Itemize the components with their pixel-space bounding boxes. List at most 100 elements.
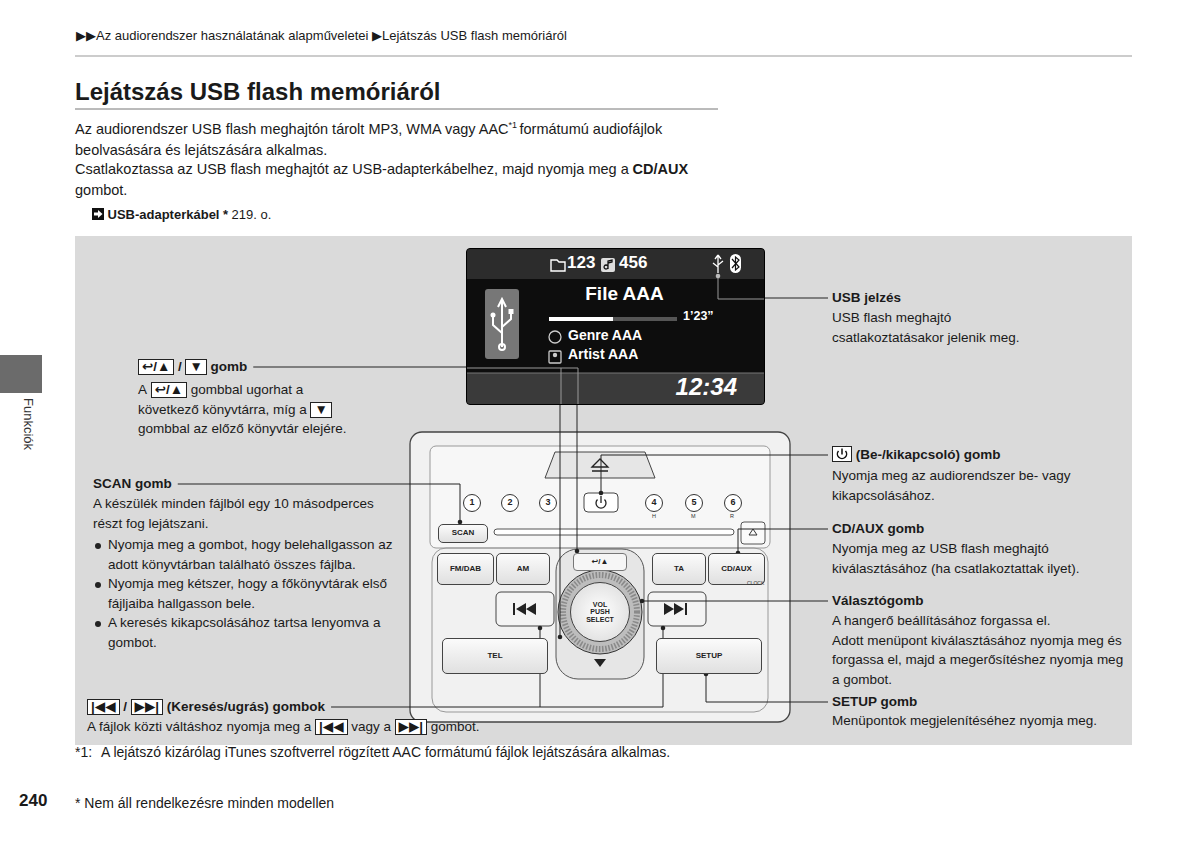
text-run: ▶▶| [395,719,431,734]
label-text: USB flash meghajtó csatlakoztatásakor je… [832,310,1020,345]
key-ring [556,549,644,679]
callout-heading: gomb [211,359,248,374]
callout-heading: USB-adapterkábel [108,207,220,222]
eject-button [545,452,655,478]
button-label: ↩/▲ [592,558,609,566]
reference-icon-box [92,208,104,220]
callout-heading: Választógomb [832,593,924,608]
text-block: CD/AUX gomb [832,519,1122,539]
seek-forward-icon [664,603,684,615]
text-block: ↩/▲/▼gomb [138,357,398,377]
display-screen: 123456File AAA1’23”Genre AAAArtist AAA12… [466,248,765,405]
leader-dot [716,274,721,279]
text-block: USB-adapterkábel*219. o. [92,206,492,225]
text-run: |◀◀ [315,719,351,734]
note-icon [604,260,612,269]
label-text: H [652,513,656,519]
button-label: TEL [487,652,502,660]
text-run [92,207,108,222]
text-block: * Nem áll rendelkezésre minden modellen [75,793,575,813]
text-run: CD/AUX gomb [832,521,928,536]
leader-line [467,276,765,405]
text-run [832,447,856,462]
radio-button: TEL [442,638,548,674]
text-run: ▶▶| [131,699,167,714]
text-run: Adott menüpont kiválasztásához nyomja me… [832,631,1127,690]
seek-back-icon [516,603,536,615]
label-text: A [138,382,147,397]
leader-line [765,298,828,299]
screen-text: Artist AAA [568,347,638,362]
text-run: / [123,699,130,714]
button-label: 3 [545,498,550,507]
text-block: USB jelzés [832,288,1122,308]
text-run: M [691,513,697,519]
text-run: (Keresés/ugrás) gombok [167,699,329,714]
text-run: * [223,207,232,222]
label-text: Funkciók [21,398,36,450]
text-run: Funkciók [21,398,36,454]
text-run: R [730,513,735,519]
leader-dot [558,635,563,640]
text-run: ▼ [310,402,335,417]
label-text: A hangerő beállításához forgassa el. [832,613,1050,628]
label-text: gombot. [75,182,127,198]
leader-dot [599,491,604,496]
text-run: vagy a [351,719,394,734]
leader-line [738,529,828,553]
text-block: A készülék minden fájlból egy 10 másodpe… [93,494,405,533]
eject-icon [592,459,608,471]
leader-dot [538,626,543,631]
button-label: VOL PUSH SELECT [584,601,616,623]
button-label: 2 [507,498,512,507]
artist-icon-head [553,353,557,357]
text-run: ▶Lejátszás USB flash memóriáról [372,28,570,43]
text-run: Nyomja meg kétszer, hogy a főkönyvtárak … [108,574,393,613]
text-run: USB-adapterkábel [108,207,223,222]
text-run: ↩/▲ [138,359,178,374]
label-text: A készülék minden fájlból egy 10 másodpe… [93,496,374,531]
knob-knurl [563,575,637,649]
bluetooth-badge [730,254,741,273]
text-block: Nyomja meg az USB flash meghajtó kiválas… [832,539,1127,578]
text-run: A lejátszó kizárólag iTunes szoftverrel … [101,744,674,760]
text-block: |◀◀/▶▶|(Keresés/ugrás) gombok [87,697,537,717]
text-run: Menüpontok megjelenítéséhez nyomja meg. [832,713,1101,728]
label-text: Nyomja meg a gombot, hogy belehallgasson… [108,537,392,572]
artist-icon [549,351,561,363]
screen-bottom-bar [467,373,765,405]
text-block: A lejátszó kizárólag iTunes szoftverrel … [101,742,701,762]
text-block: *1: [75,742,105,762]
label-text: Csatlakoztassa az USB flash meghajtót az… [75,161,629,177]
text-block: Az audiorendszer USB flash meghajtón tár… [75,119,695,161]
text-block: (Be-/kikapcsoló) gomb [832,445,1122,465]
text-block: Csatlakoztassa az USB flash meghajtót az… [75,159,695,201]
button-label: AM [517,565,529,573]
callout-heading: CD/AUX gomb [832,521,924,536]
lower-frame [432,548,768,712]
text-run: CD/AUX [633,161,693,177]
text-run: SETUP gomb [832,694,921,709]
figure-panel [75,236,1132,745]
label-text: *1 [509,120,518,130]
key-symbol: ↩/▲ [138,359,174,375]
button-label: 1 [469,498,474,507]
screen-text: 123 [567,254,595,272]
label-text: R [730,513,734,519]
small-eject-button [741,522,765,544]
key-symbol: |◀◀ [87,699,120,715]
text-run: 219. o. [232,207,275,222]
power-key [832,446,852,462]
genre-icon [549,331,561,343]
seek-back-bar [513,603,515,615]
label-text: 219. o. [232,207,272,222]
button-label: FM/DAB [450,565,481,573]
text-run: H [652,513,657,519]
knob-ring [558,570,642,654]
button-label: SCAN [452,529,475,537]
text-run: *1: [75,744,96,760]
label-text: Nyomja meg kétszer, hogy a főkönyvtárak … [108,576,387,611]
text-run: A készülék minden fájlból egy 10 másodpe… [93,496,374,531]
screen-text: File AAA [527,284,722,304]
